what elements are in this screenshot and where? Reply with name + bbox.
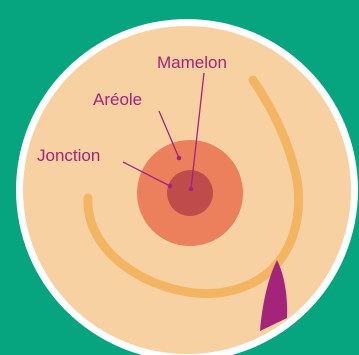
label-nipple: Mamelon: [157, 53, 227, 72]
label-junction: Jonction: [37, 146, 100, 165]
label-areola: Aréole: [93, 90, 142, 109]
pointer-dot-areola: [177, 156, 182, 161]
pointer-dot-junction: [168, 184, 173, 189]
nipple: [167, 170, 213, 216]
pointer-dot-nipple: [189, 187, 194, 192]
